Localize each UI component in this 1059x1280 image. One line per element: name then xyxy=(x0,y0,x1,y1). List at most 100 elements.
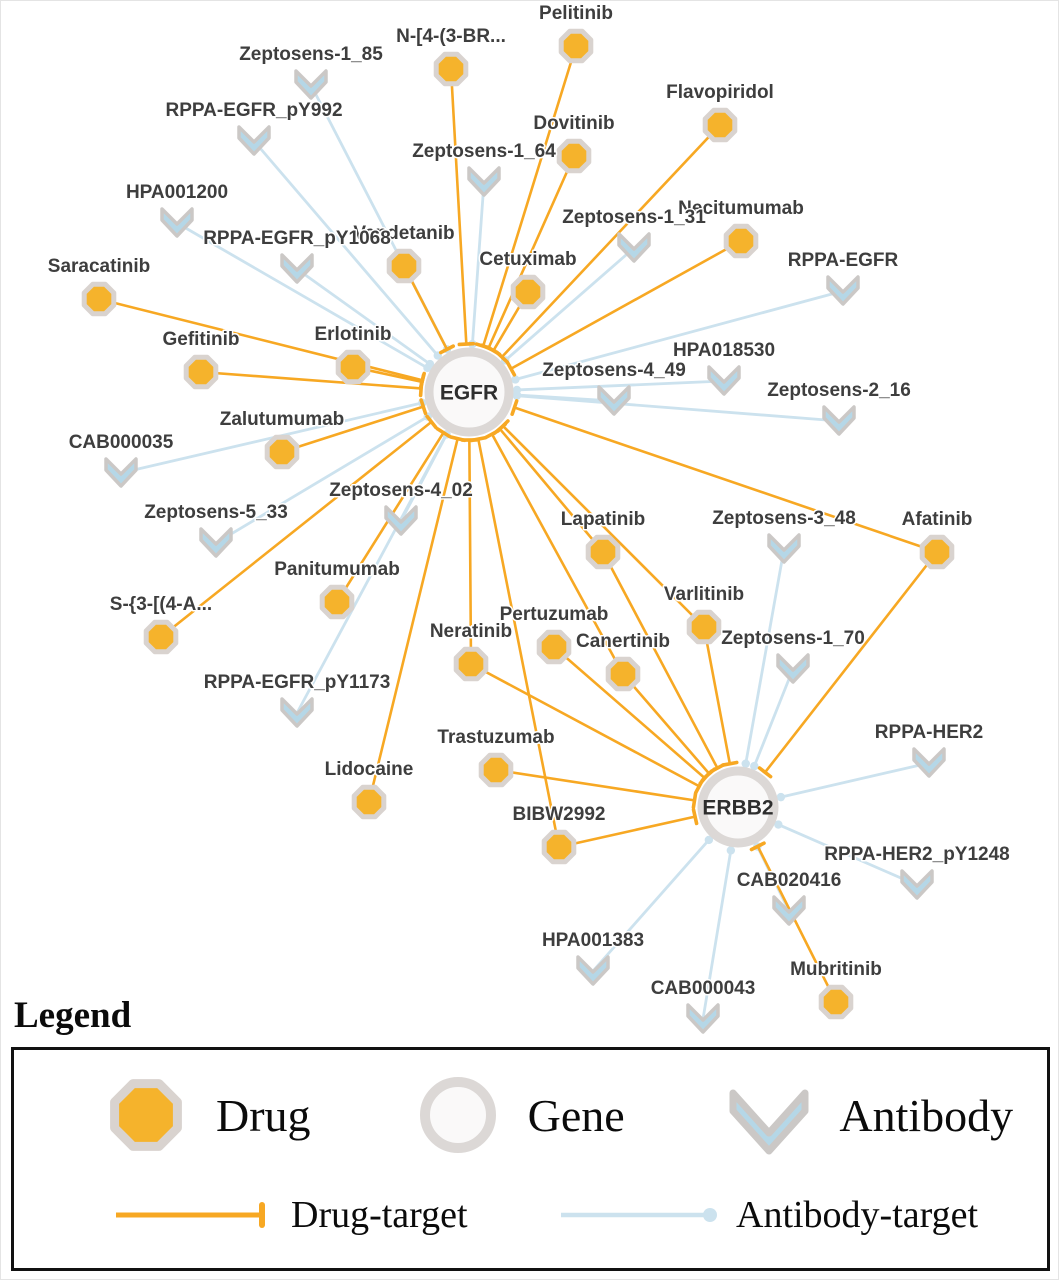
antibody-node-label: Zeptosens-4_02 xyxy=(329,480,473,501)
drug-node-label: Canertinib xyxy=(576,631,670,652)
drug-target-tee xyxy=(418,373,426,391)
drug-target-tee xyxy=(469,435,487,443)
drug-target-edge xyxy=(468,438,473,666)
drug-target-edge xyxy=(490,432,625,676)
drug-octagon-icon xyxy=(510,274,546,310)
antibody-target-edge xyxy=(779,761,931,799)
drug-node-label: Erlotinib xyxy=(314,324,391,345)
antibody-target-dot xyxy=(511,375,520,384)
antibody-node-label: Zeptosens-1_70 xyxy=(721,628,865,649)
drug-node-label: Trastuzumab xyxy=(437,727,554,748)
antibody-target-edge xyxy=(752,667,795,768)
gene-circle-shape xyxy=(419,1077,496,1154)
antibody-target-edge xyxy=(776,823,919,887)
antibody-target-edge-icon xyxy=(561,1208,717,1223)
drug-node-label: S-{3-[(4-A... xyxy=(110,594,212,615)
drug-node-label: Flavopiridol xyxy=(666,82,774,103)
drug-target-edge xyxy=(494,768,696,802)
drug-octagon-icon xyxy=(183,354,219,390)
antibody-node-label: Zeptosens-1_64 xyxy=(412,141,556,162)
antibody-target-dot xyxy=(704,835,714,845)
antibody-chevron-icon xyxy=(707,365,741,396)
drug-target-edge xyxy=(469,662,701,788)
antibody-chevron-icon xyxy=(160,207,194,238)
antibody-chevron-icon xyxy=(597,385,631,416)
antibody-target-dot xyxy=(741,759,750,768)
drug-target-tee xyxy=(435,427,452,439)
drug-target-edge xyxy=(601,550,719,770)
antibody-node-label: Zeptosens-3_48 xyxy=(712,508,856,529)
drug-edges-layer xyxy=(97,44,939,1004)
drug-octagon-shape xyxy=(110,1079,182,1152)
antibody-node-label: RPPA-HER2 xyxy=(875,722,983,743)
drug-target-edge xyxy=(756,845,838,1004)
antibody-node-label: Zeptosens-4_49 xyxy=(542,360,686,381)
antibody-target-dot xyxy=(703,1208,717,1223)
drug-target-tee xyxy=(757,766,773,779)
drug-target-tee xyxy=(749,841,766,852)
drug-target-tee xyxy=(691,807,699,826)
drug-target-tee xyxy=(425,414,438,430)
legend-item-drug: Drug xyxy=(102,1071,414,1159)
antibody-target-dot xyxy=(425,359,435,369)
antibody-target-edge xyxy=(591,838,711,973)
antibody-chevron-icon xyxy=(467,166,501,197)
drug-node-label: Pertuzumab xyxy=(500,604,609,625)
drug-octagon-icon xyxy=(335,349,371,385)
antibody-node-label: CAB000035 xyxy=(69,432,174,453)
antibody-target-dot xyxy=(776,792,786,802)
drug-octagon-icon xyxy=(478,752,514,788)
legend-edge-types-row: Drug-target Antibody-target xyxy=(14,1173,1047,1268)
legend-item-antibody-target: Antibody-target xyxy=(557,1193,1037,1237)
drug-node-label: Gefitinib xyxy=(162,329,239,350)
antibody-chevron-icon xyxy=(280,697,314,728)
antibody-chevron-icon xyxy=(617,232,651,263)
antibody-chevron-icon xyxy=(822,405,856,436)
drug-target-edge xyxy=(498,427,605,554)
drug-target-tee xyxy=(438,344,456,355)
drug-target-tee xyxy=(457,341,476,347)
drug-target-edge-icon xyxy=(116,1202,265,1229)
legend-node-types-row: Drug Gene Antibody xyxy=(14,1050,1047,1173)
drug-target-edge xyxy=(509,239,743,371)
legend-drug-target-label: Drug-target xyxy=(291,1194,468,1237)
drug-target-tee xyxy=(419,398,428,416)
antibody-chevron-icon xyxy=(686,1003,720,1034)
antibody-target-edge xyxy=(471,180,486,346)
drug-target-tee xyxy=(721,760,739,767)
antibody-target-edge xyxy=(252,139,440,357)
drug-node-label: N-[4-(3-BR... xyxy=(396,26,506,47)
drug-node-label: Necitumumab xyxy=(678,198,804,219)
legend-item-antibody: Antibody xyxy=(725,1071,1037,1159)
legend-item-gene: Gene xyxy=(414,1071,726,1159)
antibody-chevron-icon xyxy=(912,747,946,778)
antibody-target-edge xyxy=(214,415,430,545)
nodes-layer xyxy=(81,28,955,1034)
antibody-chevron-icon xyxy=(576,955,610,986)
drug-target-edge xyxy=(500,123,722,359)
drug-target-edge xyxy=(280,405,425,454)
legend-title: Legend xyxy=(14,995,132,1036)
drug-target-network-graph: EGFRERBB2PelitinibN-[4-(3-BR...Dovitinib… xyxy=(46,2,1011,1034)
antibody-target-edge xyxy=(701,849,733,1021)
antibody-target-dot xyxy=(774,820,783,829)
drug-octagon-icon xyxy=(143,619,179,655)
drug-octagon-icon xyxy=(558,28,594,64)
drug-octagon-icon xyxy=(386,248,422,284)
drug-target-tee xyxy=(691,791,698,810)
drug-node-label: Mubritinib xyxy=(790,959,882,980)
antibody-node-label: Zeptosens-5_33 xyxy=(144,502,288,523)
drug-node-label: Saracatinib xyxy=(48,256,150,277)
legend-antibody-label: Antibody xyxy=(839,1089,1014,1141)
antibody-node-label: RPPA-EGFR_pY1173 xyxy=(204,672,391,693)
antibody-chevron-icon xyxy=(280,253,314,284)
antibody-node-label: RPPA-EGFR_pY1068 xyxy=(203,228,391,249)
antibody-chevron-icon xyxy=(826,275,860,306)
gene-node-erbb2 xyxy=(697,766,779,848)
antibody-chevron-icon xyxy=(199,527,233,558)
drug-octagon-icon xyxy=(110,1079,182,1152)
gene-node-egfr xyxy=(424,347,514,437)
antibody-chevron-icon xyxy=(294,69,328,100)
drug-octagon-icon xyxy=(351,784,387,820)
